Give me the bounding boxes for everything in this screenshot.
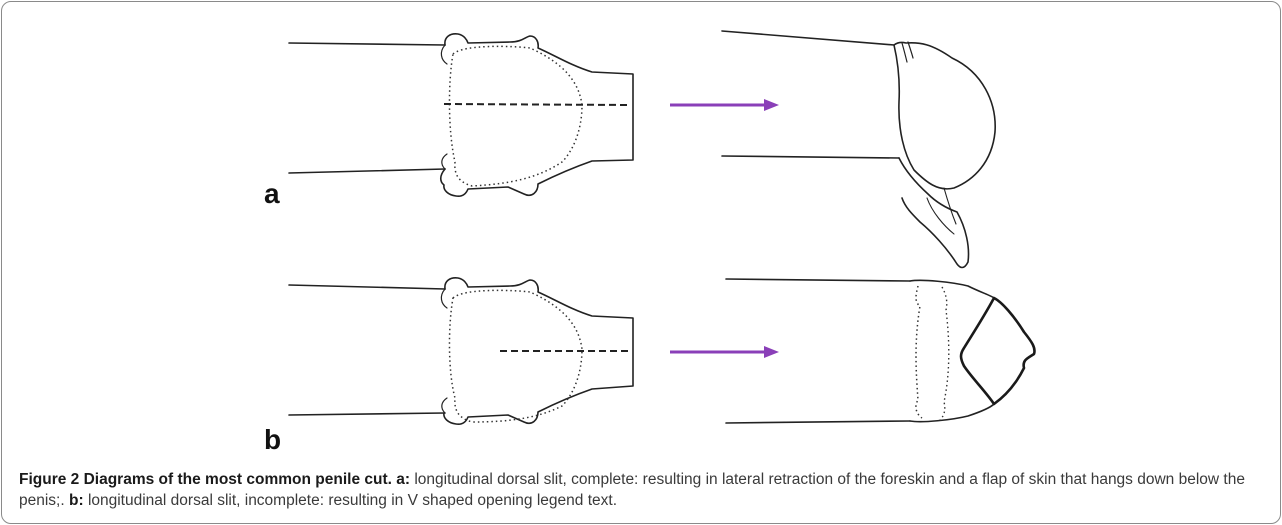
panel-a-before-drawing [289,34,633,196]
panel-b-corona-dotted-line [449,290,582,422]
figure-diagram [2,2,1280,462]
panel-a-arrow [670,99,779,111]
panel-b-v-opening [961,298,1035,404]
panel-a-incision-dashed-line [444,104,630,105]
panel-b-arrow [670,346,779,358]
panel-a-after-drawing [722,31,995,268]
panel-b-after-glans-dotted-line [940,287,949,420]
panel-label-a: a [264,180,280,208]
figure-caption: Figure 2 Diagrams of the most common pen… [19,469,1264,511]
panel-a-corona-dotted-line [449,46,582,186]
panel-b-after-corona-dotted-line [916,286,922,418]
caption-part-a-label: a: [396,471,410,488]
caption-part-b-label: b: [69,492,84,509]
caption-title: Figure 2 Diagrams of the most common pen… [19,471,392,488]
panel-label-b: b [264,426,281,454]
caption-part-b-text: longitudinal dorsal slit, incomplete: re… [88,492,617,509]
